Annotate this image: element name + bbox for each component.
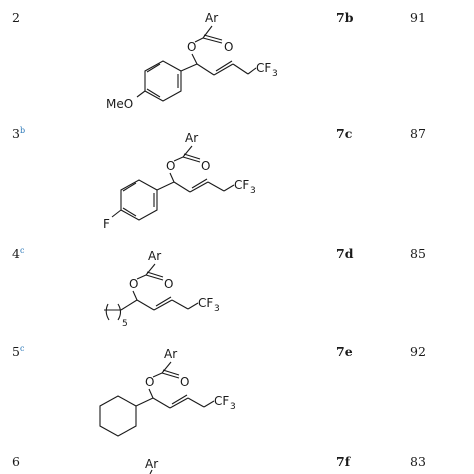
svg-text:O: O <box>164 277 173 291</box>
entry-number: 6 <box>12 454 20 470</box>
yield-value: 85 <box>410 246 426 261</box>
svg-text:3: 3 <box>230 402 236 412</box>
compound-id: 7c <box>336 126 353 141</box>
table-row: 6 7f 83 Ar <box>0 450 474 474</box>
structure-7d: Ar O O CF 3 5 <box>104 249 220 329</box>
yield-value: 91 <box>410 10 426 25</box>
svg-text:Ar: Ar <box>185 131 198 145</box>
svg-text:MeO: MeO <box>106 97 133 111</box>
table-row: 4c 7d 85 Ar O O CF 3 5 <box>0 240 474 340</box>
structure-7b: Ar O O CF 3 MeO <box>106 11 278 111</box>
svg-text:3: 3 <box>250 186 256 196</box>
svg-text:Ar: Ar <box>148 249 161 263</box>
table-row: 2 7b 91 Ar O O CF 3 MeO <box>0 0 474 120</box>
svg-text:Ar: Ar <box>145 457 158 471</box>
structure-7f: Ar <box>145 457 158 474</box>
compound-id: 7d <box>336 246 354 261</box>
svg-text:O: O <box>224 40 233 54</box>
svg-text:5: 5 <box>122 319 128 329</box>
structure-7e: Ar O O CF 3 <box>99 347 236 437</box>
svg-text:3: 3 <box>272 69 278 79</box>
svg-text:Ar: Ar <box>164 347 177 361</box>
svg-text:Ar: Ar <box>205 11 218 25</box>
entry-number: 3b <box>12 126 26 142</box>
table-row: 3b 7c 87 Ar O O CF 3 F <box>0 120 474 240</box>
svg-text:O: O <box>129 277 138 291</box>
compound-id: 7b <box>336 10 354 25</box>
svg-text:F: F <box>103 217 110 231</box>
svg-text:CF: CF <box>214 394 229 408</box>
entry-number: 2 <box>12 10 20 26</box>
entry-number: 5c <box>12 344 25 360</box>
compound-id: 7f <box>336 454 351 469</box>
yield-value: 92 <box>410 344 426 359</box>
structure-7c: Ar O O CF 3 F <box>103 131 256 231</box>
compound-id: 7e <box>336 344 353 359</box>
svg-text:O: O <box>145 375 154 389</box>
table-row: 5c 7e 92 Ar O O CF 3 <box>0 340 474 450</box>
svg-text:O: O <box>166 159 175 173</box>
entry-number: 4c <box>12 246 25 262</box>
svg-text:CF: CF <box>198 296 213 310</box>
svg-text:O: O <box>180 375 189 389</box>
svg-text:3: 3 <box>214 304 220 314</box>
svg-text:O: O <box>187 40 196 54</box>
svg-text:O: O <box>201 159 210 173</box>
svg-text:CF: CF <box>234 178 249 192</box>
yield-value: 87 <box>410 126 426 141</box>
svg-text:CF: CF <box>256 61 271 75</box>
yield-value: 83 <box>410 454 426 469</box>
